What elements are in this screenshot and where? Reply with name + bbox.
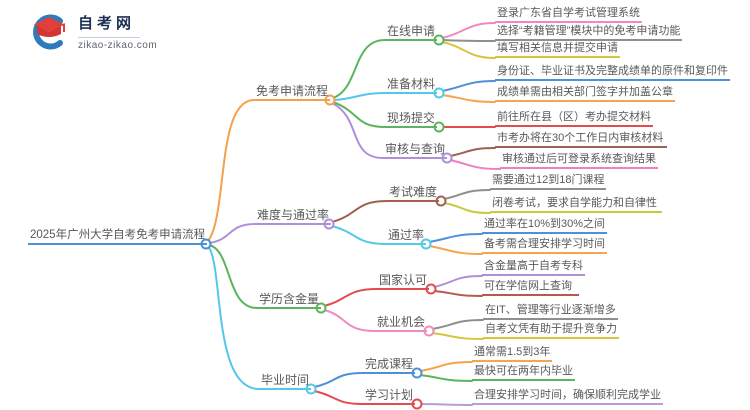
branch-curves: [207, 22, 501, 406]
leaf-pass-rate-range[interactable]: 通过率在10%到30%之间: [482, 218, 608, 234]
leaf-select-module[interactable]: 选择“考籍管理”模块中的免考申请功能: [495, 25, 683, 41]
leaf-diploma-competitiveness[interactable]: 自考文凭有助于提升竞争力: [483, 323, 619, 339]
leaf-12-18-courses[interactable]: 需要通过12到18门课程: [490, 174, 607, 190]
branch-graduation-time[interactable]: 毕业时间: [259, 373, 312, 390]
branch-degree-value[interactable]: 学历含金量: [257, 292, 322, 309]
leaf-xuexin-query[interactable]: 可在学信网上查询: [482, 280, 579, 296]
leaf-1-5-to-3-years[interactable]: 通常需1.5到3年: [472, 346, 553, 362]
leaf-study-schedule[interactable]: 备考需合理安排学习时间: [482, 238, 607, 254]
node-study-plan[interactable]: 学习计划: [363, 388, 416, 405]
node-exam-difficulty[interactable]: 考试难度: [387, 185, 440, 202]
leaf-arrange-study-time[interactable]: 合理安排学习时间，确保顺利完成学业: [472, 389, 663, 405]
site-logo[interactable]: 自考网 zikao-zikao.com: [28, 12, 157, 52]
leaf-submit-at-office[interactable]: 前往所在县（区）考办提交材料: [495, 111, 653, 127]
leaf-query-result[interactable]: 审核通过后可登录系统查询结果: [500, 153, 658, 169]
node-online-apply[interactable]: 在线申请: [385, 24, 438, 41]
node-complete-courses[interactable]: 完成课程: [363, 357, 416, 374]
leaf-login-system[interactable]: 登录广东省自学考试管理系统: [495, 7, 642, 23]
node-job-opportunities[interactable]: 就业机会: [375, 315, 428, 332]
leaf-id-documents[interactable]: 身份证、毕业证书及完整成绩单的原件和复印件: [495, 65, 730, 81]
node-onsite-submit[interactable]: 现场提交: [385, 111, 438, 128]
branch-difficulty-pass-rate[interactable]: 难度与通过率: [255, 208, 332, 225]
site-title: 自考网: [78, 15, 136, 32]
node-prepare-materials[interactable]: 准备材料: [385, 77, 438, 94]
leaf-closed-book-exam[interactable]: 闭卷考试，要求自学能力和自律性: [490, 197, 662, 213]
root-node[interactable]: 2025年广州大学自考免考申请流程: [28, 228, 208, 245]
leaf-fastest-two-years[interactable]: 最快可在两年内毕业: [472, 365, 575, 381]
node-national-recognition[interactable]: 国家认可: [377, 273, 430, 290]
leaf-fill-info[interactable]: 填写相关信息并提交申请: [495, 42, 620, 58]
leaf-higher-value[interactable]: 含金量高于自考专科: [482, 260, 585, 276]
node-pass-rate[interactable]: 通过率: [386, 228, 427, 245]
leaf-transcript-seal[interactable]: 成绩单需由相关部门签字并加盖公章: [495, 86, 675, 102]
branch-application-process[interactable]: 免考申请流程: [254, 84, 331, 101]
node-review-query[interactable]: 审核与查询: [383, 142, 448, 159]
graduation-cap-logo-icon: [33, 14, 65, 50]
leaf-it-management-jobs[interactable]: 在IT、管理等行业逐渐增多: [483, 304, 618, 320]
site-domain: zikao-zikao.com: [78, 40, 158, 51]
logo-divider: [78, 37, 140, 38]
leaf-30-day-review[interactable]: 市考办将在30个工作日内审核材料: [495, 132, 667, 148]
